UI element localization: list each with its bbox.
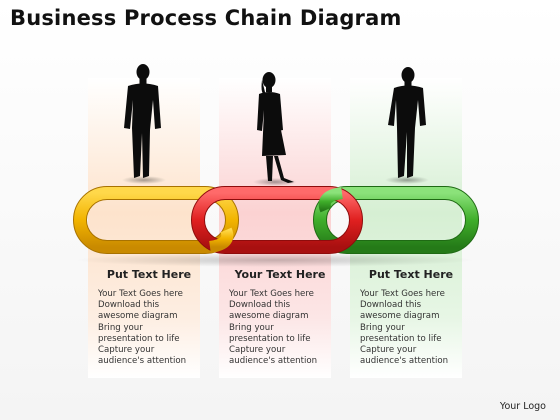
chain-link-red [191,186,363,254]
column-2: Your Text Here Your Text Goes here Downl… [221,268,339,367]
column-text-line: awesome diagram [98,311,178,322]
column-text-line: Your Text Goes here [98,289,183,299]
businessman-silhouette-icon [388,67,426,178]
column-text-line: awesome diagram [360,311,440,322]
column-text-line: Download this [360,300,422,311]
column-text-line: Download this [98,300,160,311]
chain-link-yellow [73,186,239,254]
column-text-line: Bring your [360,322,405,333]
column-text-line: Your Text Goes here [360,289,445,299]
column-text-line: presentation to life [98,333,180,344]
column-heading: Put Text Here [368,268,454,281]
column-heading: Your Text Here [234,268,326,281]
page-title: Business Process Chain Diagram [10,6,402,30]
column-text-line: Capture your [229,345,286,356]
logo-text: Your Logo [499,401,546,412]
column-text-line: audience's attention [98,356,187,367]
businessman-silhouette-icon [124,64,161,178]
chain-link-green [313,186,479,254]
column-text-line: presentation to life [229,333,311,344]
column-text-line: audience's attention [229,356,318,367]
column-heading: Put Text Here [106,268,192,281]
column-text-line: Download this [229,300,291,311]
column-text-line: audience's attention [360,356,449,367]
column-1: Put Text Here Your Text Goes here Downlo… [90,268,208,367]
column-text-line: Bring your [98,322,143,333]
column-text-line: awesome diagram [229,311,309,322]
column-text-line: Your Text Goes here [229,289,314,299]
column-text-line: presentation to life [360,333,442,344]
column-3: Put Text Here Your Text Goes here Downlo… [352,268,470,367]
column-text-line: Capture your [360,345,417,356]
column-text-line: Capture your [98,345,155,356]
column-text-line: Bring your [229,322,274,333]
businesswoman-silhouette-icon [257,72,294,183]
